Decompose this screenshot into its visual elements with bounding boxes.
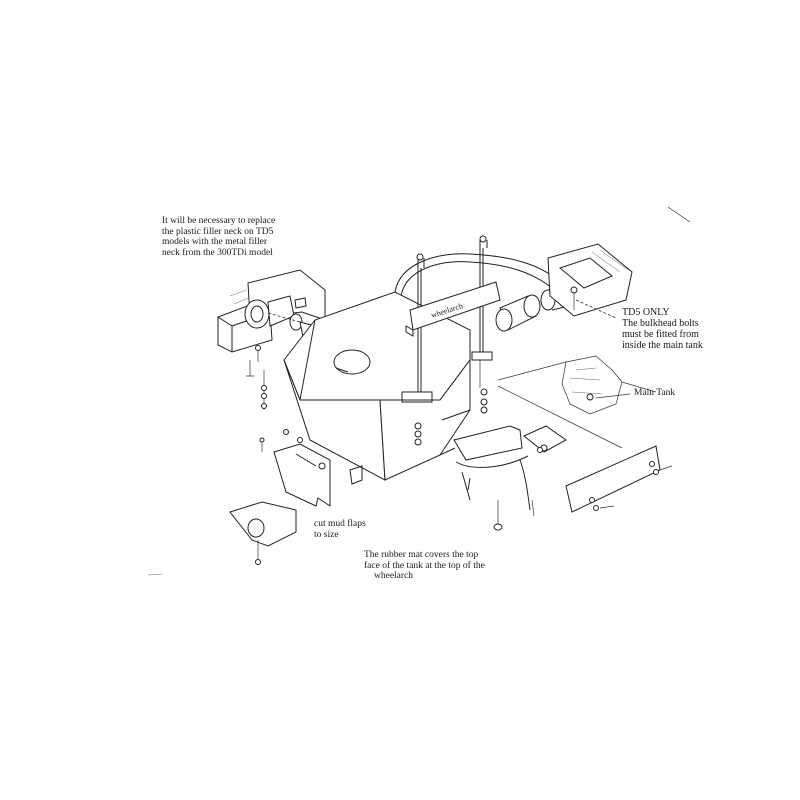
- filler-neck-note: It will be necessary to replace the plas…: [162, 216, 275, 258]
- mud-flaps-note-line: to size: [314, 529, 339, 540]
- scan-mark: [147, 573, 163, 576]
- td5-only-note-line: must be fitted from: [622, 329, 699, 340]
- td5-only-note-line: inside the main tank: [622, 340, 703, 351]
- mud-flap: [273, 443, 363, 507]
- filler-neck-note-line: models with the metal filler: [162, 237, 268, 247]
- td5-only-note-line: The bulkhead bolts: [622, 318, 699, 329]
- mud-flaps-note-line: cut mud flaps: [314, 519, 366, 529]
- fixing-bolts-left: [246, 345, 303, 452]
- filler-neck-note-line: It will be necessary to replace: [162, 216, 276, 226]
- main-tank-bulkhead: [547, 243, 633, 319]
- breather-pipe: [394, 253, 561, 297]
- mounting-rods: [416, 235, 488, 392]
- td5-only-heading: TD5 ONLY: [622, 307, 670, 318]
- wheelarch-liner: [229, 501, 297, 565]
- corner-mark: [667, 206, 691, 223]
- main-tank-label: Main Tank: [634, 388, 676, 398]
- pipe-couplings: [495, 285, 579, 332]
- rubber-mat-note-line: face of the tank at the top of the: [364, 560, 485, 571]
- wheelarch-strap: wheelarch: [405, 281, 501, 337]
- mounting-pad: [523, 425, 567, 453]
- main-tank: [497, 355, 657, 449]
- tank-support-plate: [565, 445, 673, 513]
- rubber-mat-note: The rubber mat covers the top face of th…: [364, 550, 485, 582]
- lower-bracket: [453, 425, 531, 511]
- filler-neck-note-line: the plastic filler neck on TD5: [162, 226, 274, 237]
- rubber-mat-note-line: The rubber mat covers the top: [364, 550, 479, 560]
- rubber-mat-note-line: wheelarch: [374, 571, 414, 581]
- fixing-bolt-lower: [493, 447, 543, 531]
- fixing-bolts-centre: [401, 351, 493, 446]
- filler-neck-note-line: neck from the 300TDi model: [162, 247, 273, 258]
- mud-flaps-note: cut mud flaps to size: [314, 519, 366, 540]
- td5-only-note: TD5 ONLY The bulkhead bolts must be fitt…: [622, 307, 703, 351]
